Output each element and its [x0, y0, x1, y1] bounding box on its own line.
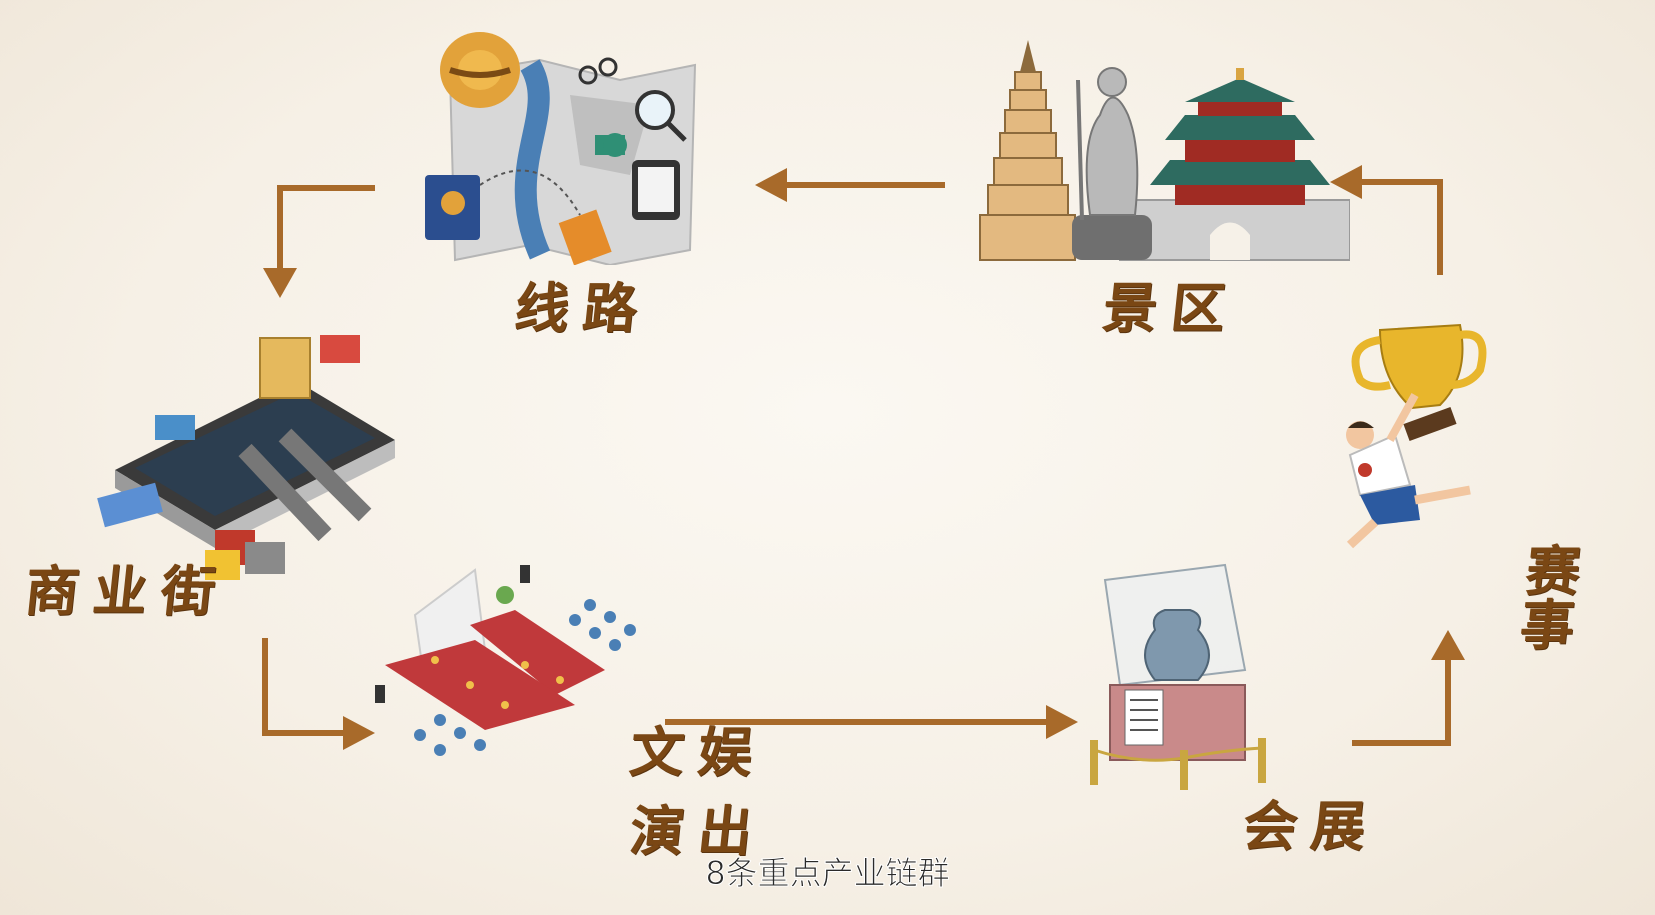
- node-label-entertainment-line1: 文娱: [626, 721, 770, 784]
- node-label-scenic: 景区: [1099, 277, 1243, 340]
- arrowhead-scenic-to-route: [755, 168, 787, 202]
- arrowhead-expo-to-event: [1431, 630, 1465, 660]
- node-label-event: 赛事: [1516, 540, 1598, 657]
- arrowhead-street-to-ent: [343, 716, 375, 750]
- arrow-route-to-street: [277, 185, 375, 275]
- pagoda-landmark-icon: [979, 40, 1350, 261]
- trophy-athlete-icon: [1346, 323, 1487, 549]
- arrow-expo-to-event: [1352, 655, 1451, 746]
- subtitle-caption: 8条重点产业链群: [705, 854, 950, 893]
- arrow-event-to-scenic: [1360, 179, 1443, 275]
- arrowhead-ent-to-expo: [1046, 705, 1078, 739]
- red-carpet-show-icon: [375, 565, 636, 756]
- arrowhead-route-to-street: [263, 268, 297, 298]
- node-label-expo: 会展: [1239, 795, 1383, 858]
- arrowhead-event-to-scenic: [1330, 165, 1362, 199]
- node-label-street: 商业街: [21, 560, 233, 623]
- node-label-route: 线路: [511, 277, 655, 340]
- vase-exhibit-icon: [1090, 563, 1266, 790]
- arrow-street-to-ent: [262, 638, 345, 736]
- travel-map-icon: [425, 32, 697, 265]
- shopping-mall-phone-icon: [97, 335, 395, 580]
